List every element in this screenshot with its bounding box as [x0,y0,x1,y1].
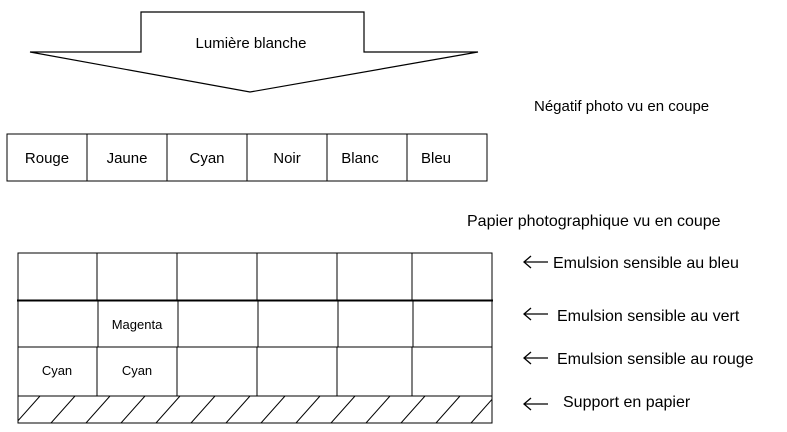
paper-support [17,395,493,424]
layer-label-text: Emulsion sensible au vert [557,308,740,325]
hatch-line [50,396,76,423]
hatch-line [120,396,146,423]
label-red-layer: Emulsion sensible au rouge [523,351,754,368]
layer-labels: Emulsion sensible au bleu Emulsion sensi… [523,255,754,411]
label-support-layer: Support en papier [523,394,691,411]
left-arrow-icon [523,351,548,365]
layer-red-frame [17,346,493,397]
hatch-line [260,396,286,423]
negative-cell-label: Noir [273,150,301,167]
layer-green-sensitive: Magenta [17,300,493,348]
layer-label-text: Emulsion sensible au rouge [557,351,754,368]
hatch-line [400,396,426,423]
photo-paper-section: Magenta Cyan Cyan [17,252,493,424]
hatch-line [295,396,321,423]
layer-red-sensitive: Cyan Cyan [17,346,493,397]
paper-support-frame [17,395,493,424]
white-light-arrow-shape [29,11,479,93]
white-light-arrow: Lumière blanche [29,11,479,93]
hatch-line [330,396,356,423]
hatch-line [470,398,492,423]
negative-cell-label: Bleu [421,150,451,167]
left-arrow-icon [523,397,548,411]
hatch-line [190,396,216,423]
white-light-label: Lumière blanche [196,35,307,52]
hatch-line [85,396,111,423]
negative-strip: Rouge Jaune Cyan Noir Blanc Bleu [6,133,488,182]
negative-cell-label: Blanc [341,150,379,167]
negative-caption: Négatif photo vu en coupe [534,98,709,115]
negative-cell-label: Cyan [189,150,224,167]
red-layer-cell-label: Cyan [122,363,152,378]
support-hatching [18,396,492,423]
hatch-line [435,396,461,423]
layer-blue-sensitive [17,252,493,301]
green-layer-cell-label: Magenta [112,317,163,332]
layer-label-text: Support en papier [563,394,691,411]
layer-blue-frame [17,252,493,301]
label-blue-layer: Emulsion sensible au bleu [523,255,739,272]
red-layer-cell-label: Cyan [42,363,72,378]
hatch-line [18,396,41,422]
hatch-line [155,396,181,423]
left-arrow-icon [523,307,548,321]
layer-label-text: Emulsion sensible au bleu [553,255,739,272]
negative-cell-label: Rouge [25,150,69,167]
layer-green-frame [17,300,493,348]
left-arrow-icon [523,255,548,269]
hatch-line [225,396,251,423]
negative-cell-label: Jaune [107,150,148,167]
paper-caption: Papier photographique vu en coupe [467,213,721,230]
hatch-line [365,396,391,423]
label-green-layer: Emulsion sensible au vert [523,307,740,325]
